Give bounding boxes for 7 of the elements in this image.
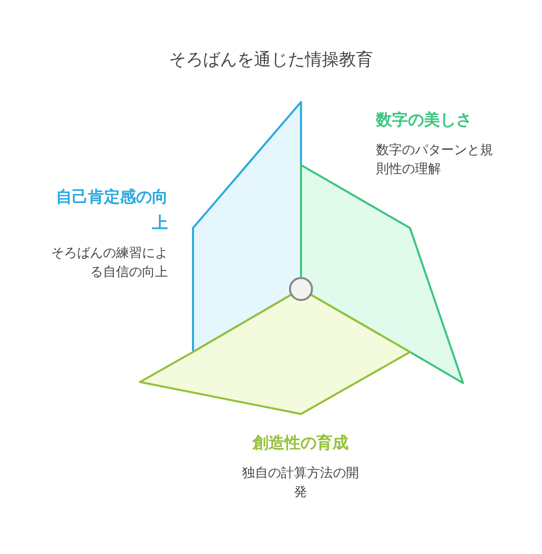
description-text: 独自の計算方法の開発 (241, 465, 360, 502)
diagram-title: そろばんを通じた情操教育 (168, 49, 374, 71)
section-heading: 自己肯定感の向上 (55, 186, 168, 234)
description-text: 数字のパターンと規則性の理解 (376, 142, 494, 179)
section-heading: 数字の美しさ (376, 109, 473, 131)
description-text: そろばんの練習による自信の向上 (50, 245, 168, 282)
section-heading: 創造性の育成 (251, 432, 350, 454)
